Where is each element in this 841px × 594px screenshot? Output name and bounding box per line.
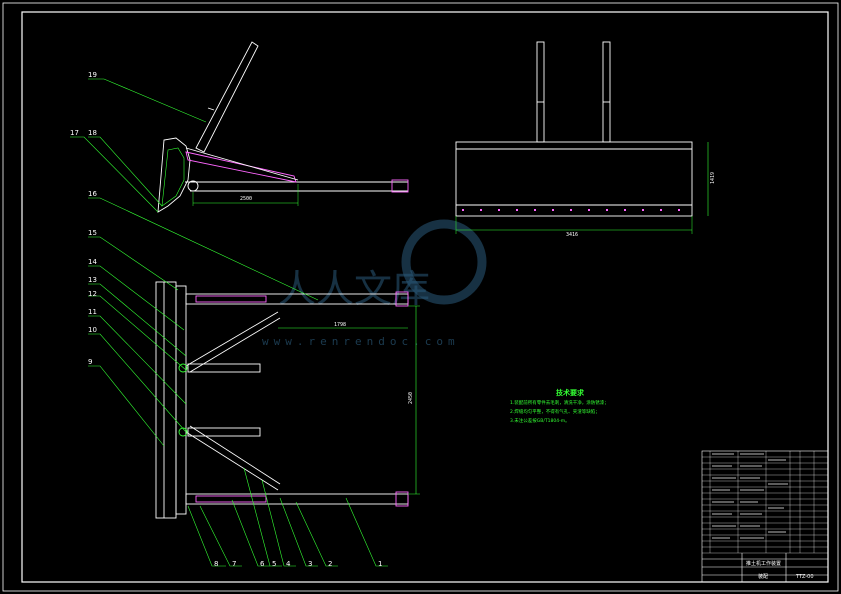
- watermark: 人人文库 www.renrendoc.com: [262, 219, 487, 348]
- side-lift-cylinder: [195, 41, 259, 153]
- plan-push-arm-bottom: [185, 493, 409, 505]
- balloon-8: 8: [214, 560, 218, 568]
- parts-list-fill: [712, 453, 788, 539]
- leader-11: [88, 315, 187, 405]
- plan-arm-top-end: [395, 291, 409, 307]
- balloon-2: 2: [328, 560, 332, 568]
- plan-cylinder-bottom: [195, 495, 267, 503]
- leader-7: [199, 505, 242, 567]
- leader-12: [88, 295, 187, 371]
- leader-3: [279, 497, 318, 567]
- notes-line-1: 1.装配前所有零件去毛刺，清洗干净，涂防锈漆；: [510, 399, 609, 406]
- side-arm-end: [391, 179, 409, 193]
- parts-list-columns: [709, 451, 815, 553]
- parts-list-frame: [701, 450, 829, 583]
- front-dim-width-text: 3416: [566, 232, 578, 238]
- balloon-4: 4: [286, 560, 291, 568]
- plan-dim-offset-text: 1798: [334, 322, 346, 328]
- plan-brace-top: [185, 311, 279, 367]
- side-leaders: [70, 78, 207, 213]
- side-blade-inner: [161, 147, 185, 207]
- balloon-5: 5: [272, 560, 276, 568]
- plan-lift-cyl-lower: [187, 427, 261, 437]
- leader-6: [231, 499, 270, 567]
- plan-cylinder-top: [195, 295, 267, 303]
- plan-dim-span-text: 2450: [408, 392, 414, 404]
- leader-2: [295, 501, 338, 567]
- leader-9: [88, 365, 165, 447]
- front-view: [455, 41, 709, 234]
- leader-15: [88, 236, 179, 291]
- parts-list-rows: [702, 456, 828, 554]
- balloon-3: 3: [308, 560, 312, 568]
- plan-brace-bottom-2: [189, 425, 281, 485]
- front-dim-height-text: 1419: [710, 172, 716, 184]
- balloon-9: 9: [88, 358, 92, 366]
- watermark-logo-ring: [401, 219, 487, 305]
- watermark-url: www.renrendoc.com: [262, 335, 460, 348]
- balloon-7: 7: [232, 560, 236, 568]
- balloon-13: 13: [88, 276, 97, 284]
- plan-arm-bottom-end: [395, 491, 409, 507]
- balloon-14: 14: [88, 258, 97, 266]
- side-lift-rod: [207, 107, 215, 111]
- leader-14: [88, 265, 185, 331]
- side-dim-text: 2500: [240, 196, 252, 202]
- balloon-18: 18: [88, 129, 97, 137]
- title-block-material: 装配: [758, 573, 768, 580]
- plan-hinge-upper: [178, 363, 188, 373]
- front-bolt-row: [462, 209, 680, 211]
- balloon-12: 12: [88, 290, 97, 298]
- notes-line-2: 2.焊缝均匀平整，不得有气孔、夹渣等缺陷；: [510, 408, 600, 415]
- leader-16: [88, 197, 319, 301]
- title-block-drawing-number: TTZ-00: [795, 574, 814, 580]
- leader-8: [187, 505, 226, 567]
- front-lift-cyl-left: [536, 41, 545, 143]
- side-view: [157, 41, 409, 213]
- title-block: [701, 450, 829, 583]
- notes-line-3: 3.未注公差按GB/T1804-m。: [510, 417, 570, 424]
- title-block-drawing-name: 推土机工作装置: [746, 560, 781, 567]
- balloon-15: 15: [88, 229, 97, 237]
- side-pivot: [187, 180, 199, 192]
- side-tilt-rod: [185, 147, 299, 181]
- leader-4: [261, 479, 296, 567]
- notes-title: 技术要求: [556, 388, 585, 397]
- balloon-16: 16: [88, 190, 97, 198]
- balloon-1: 1: [378, 560, 382, 568]
- inner-frame: [21, 11, 829, 583]
- leader-1: [345, 497, 388, 567]
- plan-lift-cyl-upper: [187, 363, 261, 373]
- plan-leaders-bottom: [187, 467, 388, 567]
- balloon-10: 10: [88, 326, 97, 334]
- front-lift-cyl-right: [602, 41, 611, 143]
- plan-blade-back: [175, 285, 187, 515]
- plan-brace-top-2: [189, 317, 281, 373]
- side-tilt-cylinder: [185, 151, 297, 183]
- plan-blade: [155, 281, 177, 519]
- leader-10: [88, 333, 187, 433]
- plan-leaders-left: [88, 197, 319, 447]
- plan-brace-bottom: [185, 431, 279, 491]
- leader-13: [88, 283, 187, 357]
- front-blade: [455, 141, 693, 217]
- balloon-19: 19: [88, 71, 97, 79]
- leader-18: [88, 136, 163, 207]
- balloon-6: 6: [260, 560, 265, 568]
- plan-hinge-lower: [178, 427, 188, 437]
- balloon-17: 17: [70, 129, 79, 137]
- leader-17: [70, 136, 159, 213]
- leader-19: [88, 78, 207, 123]
- plan-view: [155, 281, 420, 519]
- balloon-11: 11: [88, 308, 97, 316]
- leader-5: [243, 467, 282, 567]
